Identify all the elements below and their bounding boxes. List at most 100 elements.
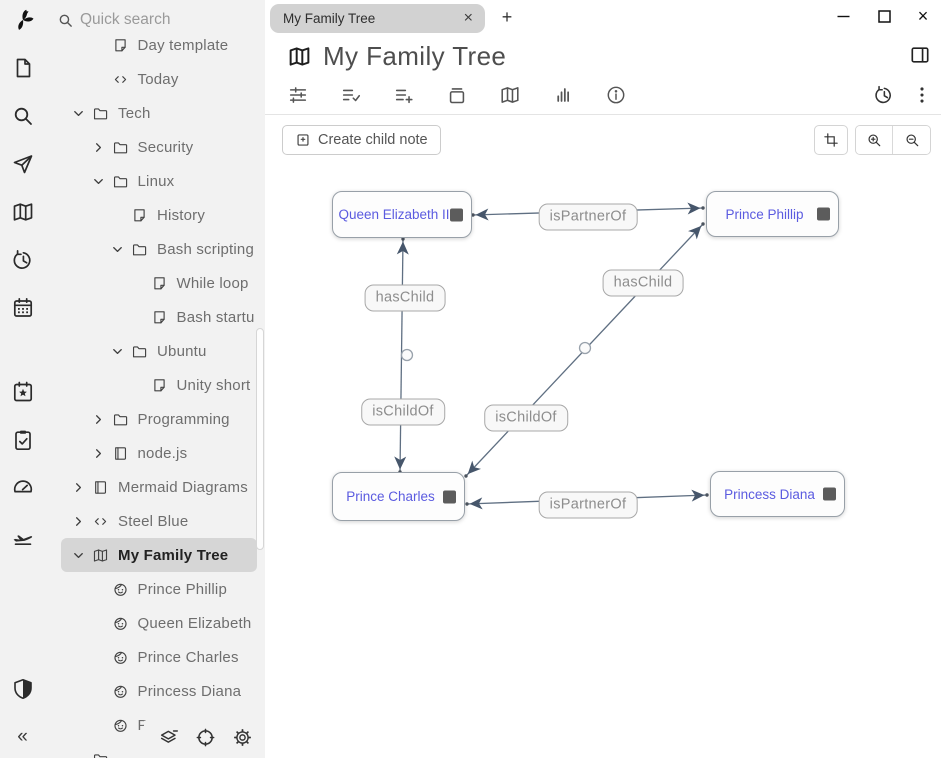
tree-item-bash-startu[interactable]: Bash startu xyxy=(45,300,265,334)
tree-item-programming[interactable]: Programming xyxy=(45,402,265,436)
tree-item-prince-phillip[interactable]: Prince Phillip xyxy=(45,572,265,606)
chevron-right-icon[interactable] xyxy=(91,412,112,427)
relation-drag-handle[interactable] xyxy=(443,490,456,503)
tree-item-label: Tech xyxy=(118,104,151,122)
chevron-down-icon[interactable] xyxy=(110,242,131,257)
note-revisions-icon[interactable] xyxy=(873,84,895,106)
new-tab-button[interactable]: + xyxy=(501,6,513,27)
tree-item-unity-short[interactable]: Unity short xyxy=(45,368,265,402)
page-title[interactable]: My Family Tree xyxy=(323,40,507,71)
code-icon xyxy=(112,71,133,88)
edge-label-isChildOf: isChildOf xyxy=(484,404,568,432)
chevron-down-icon[interactable] xyxy=(110,344,131,359)
map-node-title[interactable]: Prince Charles xyxy=(346,489,435,504)
tree-item-label: node.js xyxy=(137,444,188,462)
tree-item-steel-blue[interactable]: Steel Blue xyxy=(45,504,265,538)
window-close-button[interactable]: × xyxy=(917,5,929,26)
tree-item-history[interactable]: History xyxy=(45,198,265,232)
scroll-to-active-note-icon[interactable] xyxy=(195,727,216,748)
tree-item-princess-diana[interactable]: Princess Diana xyxy=(45,674,265,708)
bookmarks-icon[interactable] xyxy=(11,380,35,404)
relation-drag-handle[interactable] xyxy=(823,487,836,501)
edge-label-isChildOf: isChildOf xyxy=(361,398,445,426)
zoom-out-button[interactable] xyxy=(893,126,930,154)
note-paths-icon[interactable] xyxy=(446,84,468,106)
map-node-title[interactable]: Queen Elizabeth II xyxy=(338,207,450,222)
chevron-spacer xyxy=(130,310,151,325)
chevron-right-icon[interactable] xyxy=(71,514,92,529)
map-node-prince-charles[interactable]: Prince Charles xyxy=(332,472,465,521)
map-node-queen-elizabeth[interactable]: Queen Elizabeth II xyxy=(332,191,472,238)
dashboard-icon[interactable] xyxy=(11,476,35,500)
tree-item-bash-scripting[interactable]: Bash scripting xyxy=(45,232,265,266)
collapse-pane-icon[interactable]: « xyxy=(17,726,28,747)
tree-item-my-family-tree[interactable]: My Family Tree xyxy=(61,538,257,572)
travel-icon[interactable] xyxy=(11,524,35,548)
basic-properties-icon[interactable] xyxy=(287,84,309,106)
more-options-kebab-icon[interactable] xyxy=(911,84,933,106)
window-maximize-button[interactable] xyxy=(874,6,894,26)
quick-search[interactable] xyxy=(45,6,265,34)
tree-item-node-js[interactable]: node.js xyxy=(45,436,265,470)
edge-label-hasChild: hasChild xyxy=(364,284,446,312)
tree-item-security[interactable]: Security xyxy=(45,130,265,164)
window-minimize-button[interactable] xyxy=(833,6,853,26)
tree-item-prince-charles[interactable]: Prince Charles xyxy=(45,640,265,674)
person-icon xyxy=(112,581,133,598)
tree-item-tech[interactable]: Tech xyxy=(45,96,265,130)
quick-search-input[interactable] xyxy=(80,11,240,29)
tree-item-label: Ubuntu xyxy=(157,342,207,360)
chevron-right-icon[interactable] xyxy=(91,140,112,155)
chevron-right-icon[interactable] xyxy=(71,480,92,495)
right-panel-toggle-icon[interactable] xyxy=(909,44,931,66)
tree-item-label: While loop xyxy=(176,274,249,292)
tab-close-icon[interactable]: × xyxy=(463,8,473,26)
map-node-title[interactable]: Princess Diana xyxy=(724,486,815,502)
chevron-right-icon[interactable] xyxy=(91,446,112,461)
owned-attributes-icon[interactable] xyxy=(340,84,362,106)
task-list-icon[interactable] xyxy=(11,428,35,452)
new-note-icon[interactable] xyxy=(11,56,35,80)
tree-item-label: Security xyxy=(137,138,194,156)
tree-item-today[interactable]: Today xyxy=(45,62,265,96)
relation-drag-handle[interactable] xyxy=(450,208,463,221)
tree-item-linux[interactable]: Linux xyxy=(45,164,265,198)
tree-settings-gear-icon[interactable] xyxy=(232,727,253,748)
similar-notes-map-icon[interactable] xyxy=(499,84,521,106)
reset-pan-zoom-button[interactable] xyxy=(814,125,848,155)
search-icon[interactable] xyxy=(11,104,35,128)
tree-scrollbar[interactable] xyxy=(256,328,264,550)
map-node-prince-phillip[interactable]: Prince Phillip xyxy=(706,191,839,237)
inherited-attributes-icon[interactable] xyxy=(393,84,415,106)
tree-item-mermaid-diagrams[interactable]: Mermaid Diagrams xyxy=(45,470,265,504)
chevron-down-icon[interactable] xyxy=(91,174,112,189)
jump-to-note-icon[interactable] xyxy=(11,152,35,176)
tree-item-row[interactable] xyxy=(45,742,265,758)
collapse-tree-icon[interactable] xyxy=(158,727,179,748)
tree-item-queen-elizabeth[interactable]: Queen Elizabeth xyxy=(45,606,265,640)
create-child-note-button[interactable]: Create child note xyxy=(282,125,441,155)
chevron-down-icon[interactable] xyxy=(71,106,92,121)
relation-drag-handle[interactable] xyxy=(817,207,830,221)
tree-item-day-template[interactable]: Day template xyxy=(45,28,265,62)
relation-map-canvas[interactable]: Create child note xyxy=(265,115,941,758)
tree-item-label: My Family Tree xyxy=(118,546,229,564)
map-node-title[interactable]: Prince Phillip xyxy=(725,206,804,222)
chevron-down-icon[interactable] xyxy=(71,548,92,563)
note-icon xyxy=(112,37,133,54)
chevron-spacer xyxy=(91,38,112,53)
tree-item-label: Unity short xyxy=(176,376,251,394)
note-map-icon[interactable] xyxy=(11,200,35,224)
recent-changes-icon[interactable] xyxy=(11,248,35,272)
tree-item-ubuntu[interactable]: Ubuntu xyxy=(45,334,265,368)
info-icon[interactable] xyxy=(605,84,627,106)
chevron-spacer xyxy=(110,208,131,223)
calendar-icon[interactable] xyxy=(11,296,35,320)
tree-item-while-loop[interactable]: While loop xyxy=(45,266,265,300)
tree-item-p[interactable]: P xyxy=(45,708,265,742)
protected-session-icon[interactable] xyxy=(11,677,35,701)
tab-my-family-tree[interactable]: My Family Tree × xyxy=(270,4,485,33)
note-info-chart-icon[interactable] xyxy=(552,84,574,106)
zoom-in-button[interactable] xyxy=(856,126,893,154)
map-node-princess-diana[interactable]: Princess Diana xyxy=(710,471,845,517)
